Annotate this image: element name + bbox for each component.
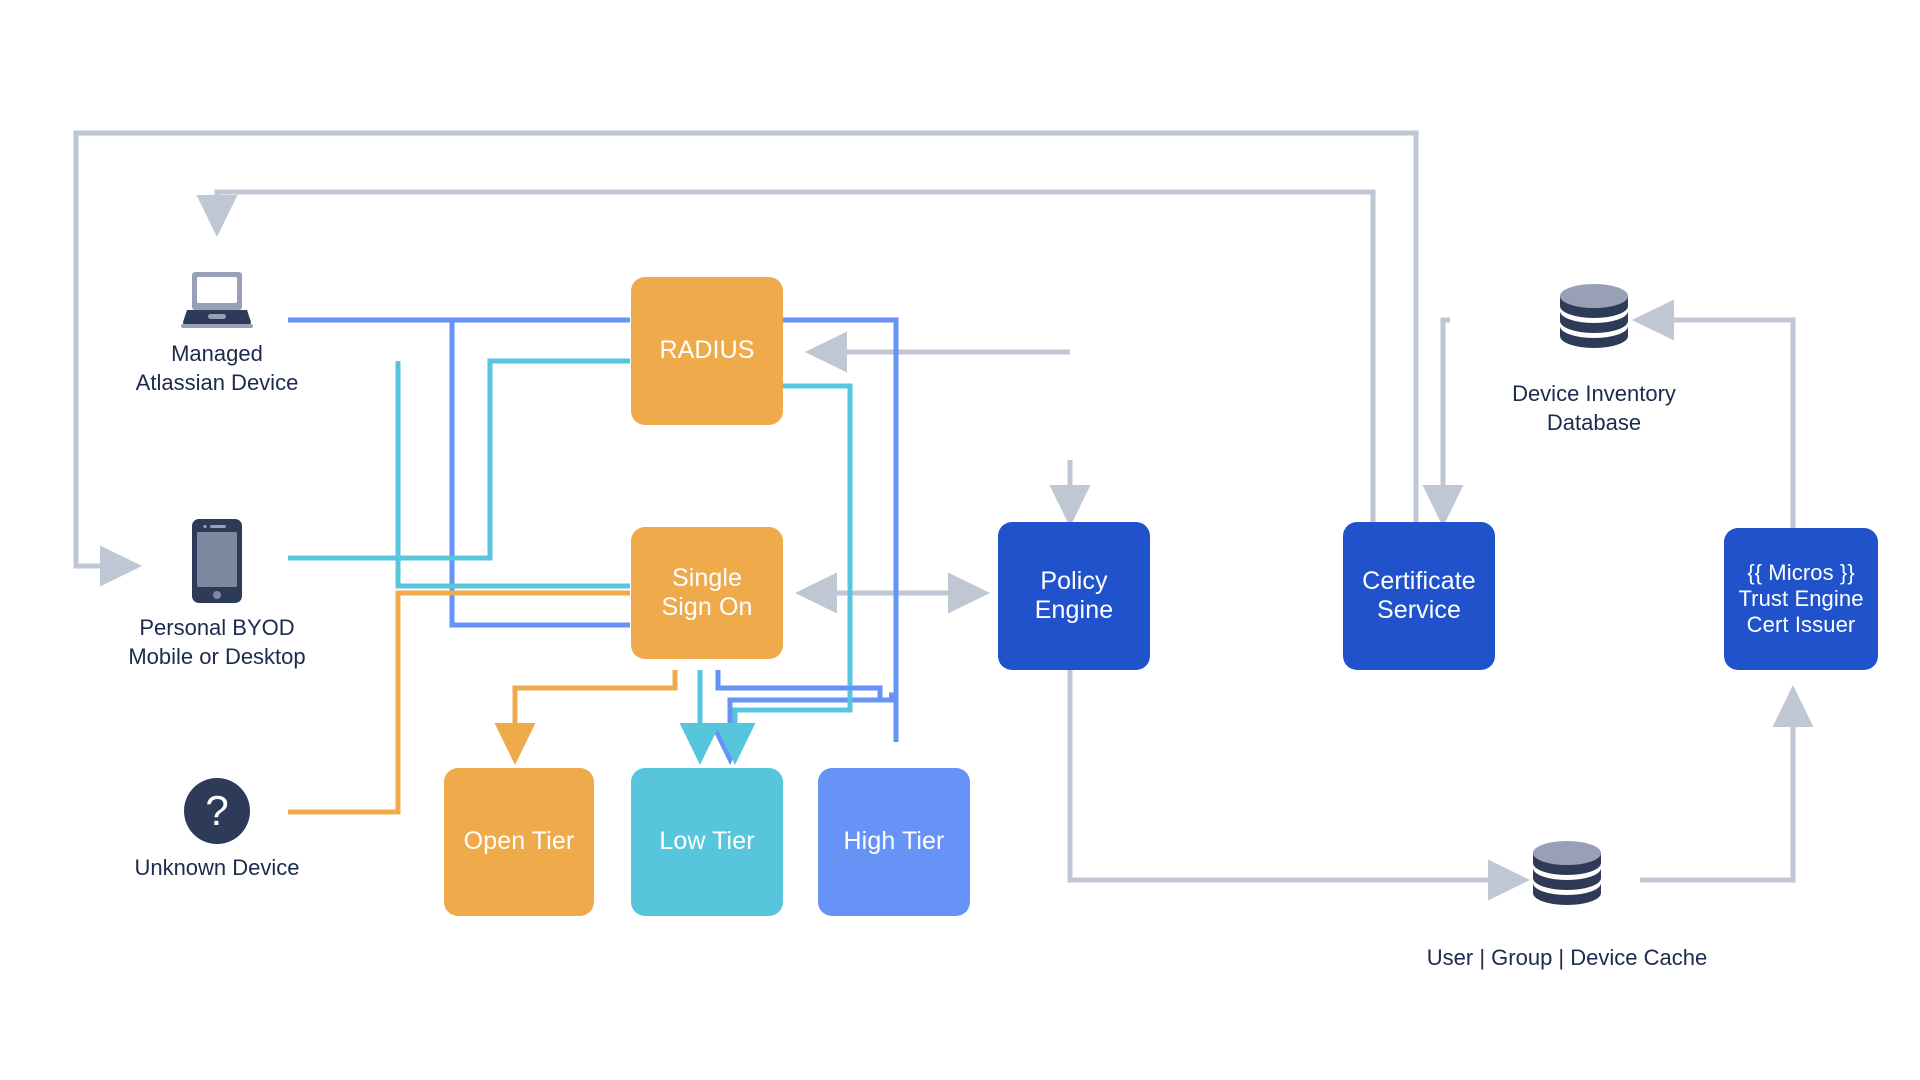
node-radius[interactable]: RADIUS — [631, 277, 783, 425]
datastore-label-user-group-device-cache: User | Group | Device Cache — [1426, 945, 1708, 970]
wire-radius-to-low-tier — [714, 383, 853, 765]
wire-cyan-into-sso — [395, 361, 630, 589]
datastore-label-device-inventory: Device Inventory Database — [1512, 381, 1676, 435]
wire-policy-engine-to-managed-device — [196, 189, 1376, 530]
node-trust-engine[interactable]: {{ Micros }} Trust Engine Cert Issuer — [1724, 528, 1878, 670]
database-cylinder-icon — [1560, 284, 1628, 348]
wire-unknown-device-to-sso — [288, 590, 630, 815]
laptop-icon — [181, 272, 253, 328]
wire-cache-to-trust-engine — [1640, 685, 1814, 883]
mobile-phone-icon — [192, 519, 242, 603]
wire-device-inventory-db-to-certificate-service — [1422, 317, 1464, 527]
node-open-tier[interactable]: Open Tier — [444, 768, 594, 916]
endpoint-byod-device[interactable]: Personal BYOD Mobile or Desktop — [122, 518, 312, 671]
question-mark-icon: ? — [184, 778, 250, 844]
node-single-sign-on[interactable]: Single Sign On — [631, 527, 783, 659]
node-policy-engine[interactable]: Policy Engine — [998, 522, 1150, 670]
wire-sso-to-high-tier — [715, 670, 883, 700]
wire-sso-to-open-tier — [494, 670, 678, 765]
endpoint-label: Managed Atlassian Device — [135, 341, 299, 395]
svg-text:?: ? — [205, 787, 228, 834]
wire-trust-engine-to-device-inventory-db — [1632, 299, 1796, 530]
node-low-tier[interactable]: Low Tier — [631, 768, 783, 916]
datastore-device-inventory-database[interactable] — [1552, 281, 1636, 370]
endpoint-unknown-device[interactable]: ? Unknown Device — [122, 778, 312, 883]
endpoint-label: Personal BYOD Mobile or Desktop — [128, 615, 306, 669]
database-cylinder-icon — [1533, 841, 1601, 905]
wire-radius-to-high-tier — [782, 317, 899, 742]
endpoint-managed-device[interactable]: Managed Atlassian Device — [122, 268, 312, 397]
wire-managed-device-vertical-blue — [449, 320, 630, 628]
node-certificate-service[interactable]: Certificate Service — [1343, 522, 1495, 670]
node-high-tier[interactable]: High Tier — [818, 768, 970, 916]
endpoint-label: Unknown Device — [134, 855, 300, 880]
wire-policy-engine-to-cache — [1067, 670, 1530, 901]
datastore-user-group-device-cache[interactable] — [1525, 838, 1609, 927]
wire-byod-to-radius — [288, 358, 630, 561]
wire-certificate-service-to-byod — [73, 130, 1419, 587]
